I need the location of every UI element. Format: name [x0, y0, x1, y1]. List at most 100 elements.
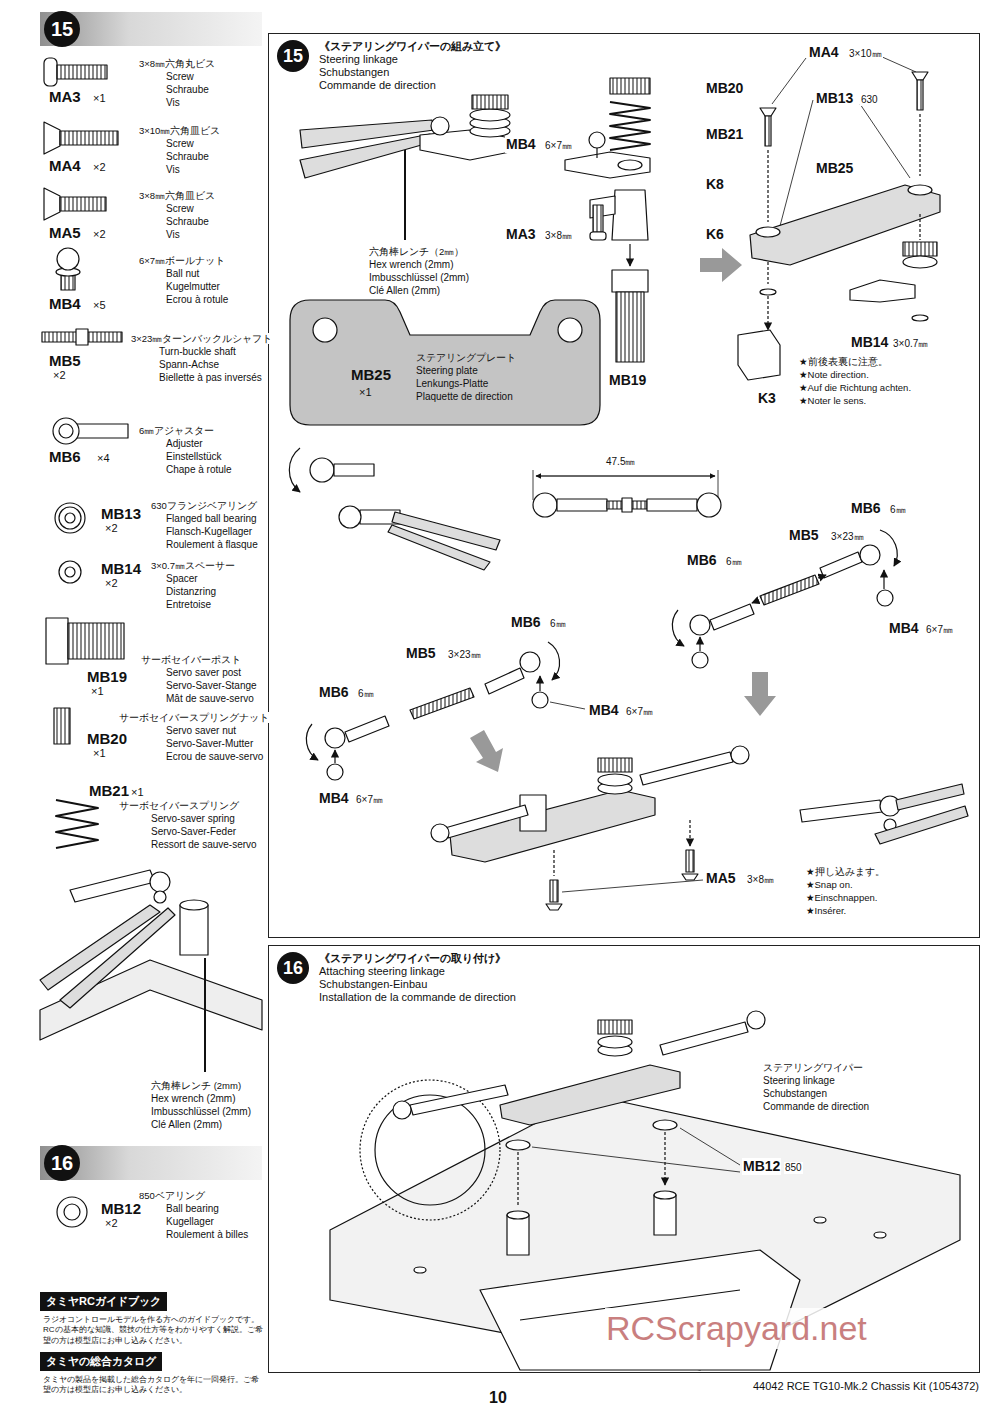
translation: Flansch-Kugellager	[165, 526, 253, 538]
chassis-illustration	[393, 1101, 411, 1119]
translation: Servo-Saver-Stange	[165, 680, 258, 692]
callout-label: K6	[705, 226, 725, 243]
parts-icons	[57, 248, 79, 270]
parts-icons	[57, 1197, 87, 1227]
part-code: MA4	[48, 157, 82, 175]
japanese-name: 3×10㎜六角皿ビス	[138, 125, 221, 136]
translation: Schraube	[165, 151, 210, 163]
translation: Screw	[165, 71, 195, 83]
chassis-illustration	[660, 1022, 748, 1055]
assembled-linkage	[640, 752, 733, 785]
pliers-adjuster-illustration	[289, 448, 300, 492]
parts-icons	[54, 708, 70, 744]
size-label: 6×7㎜	[355, 794, 384, 806]
tag-text: タミヤRCガイドブック	[46, 1295, 161, 1307]
chassis-illustration	[500, 1065, 680, 1125]
callout-label: MB5	[405, 645, 437, 662]
translation: Entretoise	[165, 599, 212, 611]
translation: Spacer	[165, 573, 199, 585]
step-heading: Steering linkage	[319, 53, 398, 66]
left-pliers-illustration	[70, 870, 155, 902]
right-turnbuckle-exploded	[692, 652, 708, 668]
translation: Vis	[165, 97, 181, 109]
part-code: MB25	[350, 366, 392, 384]
steering-plate	[290, 300, 600, 425]
assembled-linkage	[554, 820, 690, 876]
right-turnbuckle-exploded	[877, 590, 893, 606]
info-tag: タミヤRCガイドブック	[40, 1292, 167, 1311]
plate-assembly	[738, 56, 940, 380]
translation: Mât de sauve-servo	[165, 693, 255, 705]
plate-assembly	[750, 185, 940, 265]
servo-saver-illustration	[470, 109, 510, 121]
translation: Lenkungs-Platte	[415, 378, 489, 390]
translation: Flanged ball bearing	[165, 513, 258, 525]
left-turnbuckle-exploded	[532, 692, 548, 708]
size-label: 6×7㎜	[925, 624, 954, 636]
exploded-servo-saver	[612, 190, 648, 240]
plate-assembly	[760, 289, 776, 295]
part-code: MB6	[48, 448, 82, 466]
assembled-linkage	[682, 874, 698, 880]
japanese-name: サーボセイバースプリング	[118, 800, 240, 811]
exploded-servo-saver	[610, 102, 650, 150]
callout-label: MA4	[808, 44, 840, 61]
part-count: ×2	[52, 369, 67, 382]
callout-label: K3	[757, 390, 777, 407]
left-pliers-illustration	[40, 870, 262, 1072]
parts-icons	[56, 800, 98, 848]
assembled-linkage	[686, 850, 694, 872]
translation: Servo-saver spring	[150, 813, 236, 825]
assembled-linkage	[445, 805, 528, 838]
assembled-linkage	[431, 746, 749, 910]
step-heading: 《ステアリングワイパーの取り付け》	[319, 952, 506, 965]
chassis-illustration	[598, 1020, 632, 1034]
snap-pliers-illustration	[875, 806, 968, 844]
japanese-name: 6×7㎜ボールナット	[138, 255, 226, 266]
size-label: 3×10㎜	[848, 48, 883, 60]
note: ★Auf die Richtung achten.	[798, 382, 912, 393]
callout-label: MB6	[850, 500, 882, 517]
translation: Biellette à pas inversés	[158, 372, 263, 384]
plate-assembly	[912, 315, 928, 321]
parts-icons	[68, 623, 124, 659]
note: ★Noter le sens.	[798, 395, 867, 406]
assembled-linkage	[598, 758, 632, 772]
right-turnbuckle-exploded	[672, 610, 684, 646]
tag-text: タミヤの総合カタログ	[46, 1355, 156, 1367]
parts-icons	[44, 188, 60, 220]
right-turnbuckle-exploded	[672, 530, 897, 716]
callout-label: MB4	[318, 790, 350, 807]
part-count: ×1	[92, 92, 107, 105]
part-code: MB4	[48, 295, 82, 313]
japanese-name: サーボセイバースプリングナット	[118, 712, 270, 723]
parts-icons	[65, 567, 75, 577]
japanese-name: ステアリングプレート	[415, 352, 517, 363]
translation: Turn-buckle shaft	[158, 346, 237, 358]
note: ★Snap on.	[805, 879, 854, 890]
right-turnbuckle-exploded	[880, 530, 897, 566]
callout-label: MB4	[888, 620, 920, 637]
note: ★前後表裏に注意。	[798, 356, 889, 367]
right-turnbuckle-exploded	[760, 575, 819, 605]
exploded-servo-saver	[565, 152, 650, 178]
exploded-servo-saver	[593, 205, 603, 232]
left-turnbuckle-exploded	[306, 642, 585, 780]
translation: Hex wrench (2mm)	[368, 259, 454, 271]
translation: Schubstangen	[762, 1088, 828, 1100]
japanese-name: 六角棒レンチ (2mm)	[150, 1080, 242, 1091]
left-turnbuckle-exploded	[410, 688, 474, 719]
callout-label: MB20	[705, 80, 744, 97]
chassis-illustration	[518, 1132, 665, 1205]
snap-pliers-illustration	[800, 800, 882, 822]
step-heading: Commande de direction	[319, 79, 436, 92]
chassis-illustration	[410, 1085, 508, 1115]
size-label: 6㎜	[725, 556, 743, 568]
chassis-illustration	[598, 1036, 632, 1048]
callout-label: MB6	[318, 684, 350, 701]
exploded-servo-saver	[618, 160, 642, 170]
left-turnbuckle-exploded	[327, 764, 343, 780]
exploded-servo-saver	[590, 232, 606, 240]
footer: 44042 RCE TG10-Mk.2 Chassis Kit (1054372…	[752, 1380, 980, 1393]
left-turnbuckle-exploded	[325, 728, 345, 748]
